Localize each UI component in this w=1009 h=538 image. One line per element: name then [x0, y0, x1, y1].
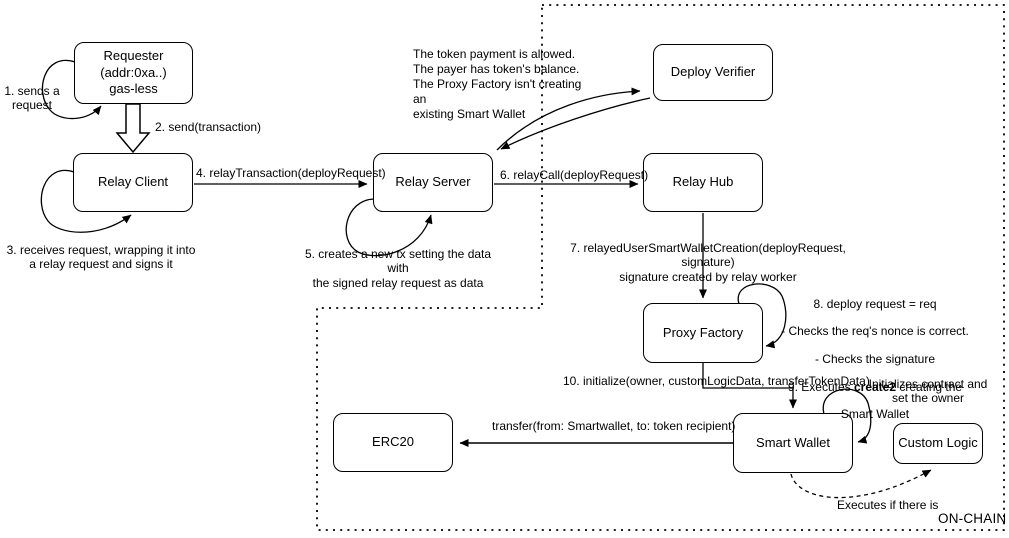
label-verifier-note: The token payment is allowed. The payer …	[413, 47, 582, 121]
node-erc20: ERC20	[333, 413, 453, 472]
node-relay-server: Relay Server	[373, 153, 493, 212]
label-executes-note: Executes if there is	[837, 498, 939, 512]
label-step7: 7. relayedUserSmartWalletCreation(deploy…	[570, 241, 846, 284]
requester-self-loop-arrow	[41, 59, 102, 120]
send-transaction-block-arrow	[115, 103, 151, 154]
executes-custom-logic-arrow	[790, 469, 932, 499]
verify-response-arrow	[500, 97, 651, 150]
node-custom-logic: Custom Logic	[893, 423, 983, 464]
node-proxy-factory-label: Proxy Factory	[662, 324, 744, 340]
label-step1: 1. sends a request	[4, 84, 60, 113]
label-step9-line1: 9. Executes create2 creating the	[779, 379, 971, 395]
node-relay-client: Relay Client	[73, 153, 193, 212]
node-smart-wallet: Smart Wallet	[733, 413, 853, 473]
label-step8-9: 8. deploy request = req - Checks the req…	[779, 284, 971, 436]
node-proxy-factory: Proxy Factory	[643, 303, 763, 363]
onchain-boundary	[316, 4, 1005, 531]
label-transfer: transfer(from: Smartwallet, to: token re…	[492, 419, 736, 433]
label-onchain: ON-CHAIN	[938, 511, 1007, 526]
label-step6: 6. relayCall(deployRequest)	[500, 168, 649, 182]
label-step9-bold: create2	[853, 379, 897, 394]
node-custom-logic-label: Custom Logic	[898, 435, 978, 451]
node-relay-hub-label: Relay Hub	[672, 174, 734, 190]
node-requester-label: Requester (addr:0xa..) gas-less	[100, 47, 167, 97]
node-relay-server-label: Relay Server	[395, 174, 471, 190]
label-step9-post: creating the	[896, 379, 963, 394]
smart-wallet-self-loop-arrow	[822, 388, 872, 444]
label-step10: 10. initialize(owner, customLogicData, t…	[563, 374, 870, 388]
node-erc20-label: ERC20	[372, 434, 414, 450]
label-step2: 2. send(transaction)	[155, 120, 262, 134]
relay-client-self-loop-arrow	[40, 169, 132, 233]
proxy-factory-self-loop-arrow	[737, 283, 787, 349]
label-step8-line3: - Checks the signature	[814, 351, 936, 366]
label-step8-line2: - Checks the req's nonce is correct.	[781, 324, 969, 339]
initialize-arrow	[702, 363, 797, 409]
label-step9-line2: Smart Wallet	[840, 407, 910, 422]
node-relay-client-label: Relay Client	[97, 174, 169, 190]
label-step4: 4. relayTransaction(deployRequest)	[196, 166, 386, 180]
node-deploy-verifier-label: Deploy Verifier	[670, 64, 756, 80]
node-requester: Requester (addr:0xa..) gas-less	[74, 42, 193, 104]
relay-server-self-loop-arrow	[345, 198, 433, 257]
label-step3: 3. receives request, wrapping it into a …	[6, 243, 196, 272]
node-smart-wallet-label: Smart Wallet	[756, 434, 830, 450]
node-relay-hub: Relay Hub	[643, 153, 763, 212]
label-step9-pre: 9. Executes	[787, 379, 854, 394]
verify-request-arrow	[496, 87, 641, 151]
label-step5: 5. creates a new tx setting the data wit…	[304, 247, 492, 290]
label-step8-line1: 8. deploy request = req	[813, 296, 937, 311]
label-init-note: Initializes contract and set the owner	[868, 377, 988, 406]
node-deploy-verifier: Deploy Verifier	[653, 44, 773, 101]
